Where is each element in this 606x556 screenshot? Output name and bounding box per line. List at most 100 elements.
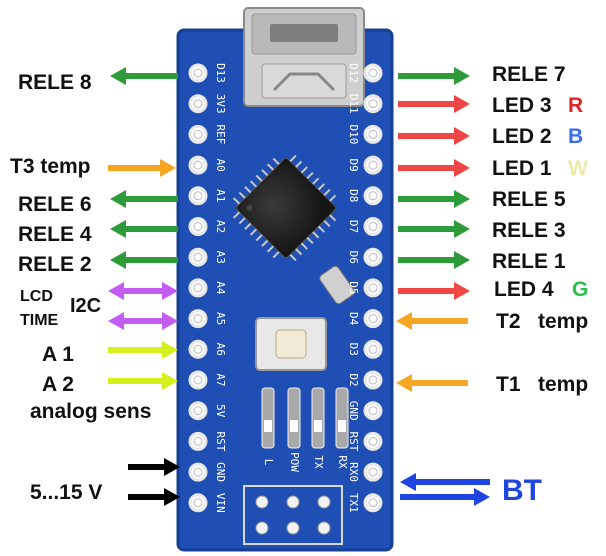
- pin-center-right-5: [368, 222, 378, 231]
- label-rele-5: RELE 5: [492, 188, 566, 211]
- arrow-led-4: [398, 282, 470, 300]
- pin-center-right-13: [368, 467, 378, 477]
- pin-center-right-3: [368, 160, 378, 170]
- label-a2: A 2: [42, 373, 74, 396]
- pin-center-left-4: [193, 191, 203, 201]
- arrow-i2c-sda: [108, 282, 178, 300]
- arrow-rele-8: [110, 67, 178, 85]
- pin-center-left-1: [193, 99, 203, 109]
- pin-label-left-14: VIN: [214, 493, 227, 513]
- pin-label-left-4: A1: [214, 189, 227, 202]
- pin-label-left-1: 3V3: [214, 94, 227, 114]
- label-rele-6: RELE 6: [18, 193, 92, 216]
- pin-center-left-8: [193, 314, 203, 324]
- arrow-rele-3: [398, 220, 470, 238]
- label-a1: A 1: [42, 343, 74, 366]
- pin-label-right-5: D7: [347, 220, 360, 233]
- label-bt: BT: [502, 474, 542, 507]
- label-rele-8: RELE 8: [18, 71, 92, 94]
- label-led-2-letter: B: [568, 125, 583, 148]
- label-rele-2: RELE 2: [18, 253, 92, 276]
- label-led-3-letter: R: [568, 94, 583, 117]
- arrow-rele-4: [110, 220, 178, 238]
- pin-label-left-6: A3: [214, 251, 227, 264]
- pin-label-right-11: GND: [347, 401, 360, 421]
- pin-center-right-4: [368, 191, 378, 201]
- pin-center-right-0: [368, 68, 378, 78]
- pin-label-right-7: D5: [347, 281, 360, 294]
- pin-label-left-5: A2: [214, 220, 227, 233]
- pin-center-right-11: [368, 406, 378, 416]
- pin-label-right-4: D8: [347, 189, 360, 202]
- arrow-power-vin: [128, 488, 180, 506]
- pin-label-right-1: D11: [347, 94, 360, 114]
- pin-center-right-2: [368, 129, 378, 139]
- label-rele-4: RELE 4: [18, 223, 92, 246]
- pin-label-left-3: A0: [214, 158, 227, 171]
- pin-label-left-9: A6: [214, 343, 227, 356]
- pin-label-left-8: A5: [214, 312, 227, 325]
- pin-label-right-13: RX0: [347, 462, 360, 482]
- arrow-led-2: [398, 127, 470, 145]
- arrow-rele-5: [398, 190, 470, 208]
- pin-center-right-12: [368, 436, 378, 446]
- pin-label-right-14: TX1: [347, 493, 360, 513]
- crystal: [319, 265, 355, 305]
- pin-center-left-7: [193, 283, 203, 293]
- pin-label-right-10: D2: [347, 373, 360, 386]
- label-led-1-letter: W: [568, 157, 588, 180]
- label-rele-3: RELE 3: [492, 219, 566, 242]
- label-time: TIME: [20, 312, 59, 329]
- led-label-1: POW: [288, 452, 301, 472]
- arrows: [108, 67, 490, 506]
- pin-center-left-3: [193, 160, 203, 170]
- pin-center-left-13: [193, 467, 203, 477]
- label-t1-temp: T1 temp: [496, 373, 588, 396]
- pin-center-left-14: [193, 498, 203, 508]
- pin-label-left-12: RST: [214, 431, 227, 451]
- pin-center-right-14: [368, 498, 378, 508]
- arrow-led-1: [398, 159, 470, 177]
- pin-center-left-11: [193, 406, 203, 416]
- pin-center-right-10: [368, 375, 378, 385]
- icsp-header: [243, 485, 343, 545]
- pin-label-right-9: D3: [347, 343, 360, 356]
- pin-label-left-13: GND: [214, 462, 227, 482]
- pin-label-right-6: D6: [347, 251, 360, 264]
- pin-label-right-12: RST: [347, 431, 360, 451]
- arrow-t2-temp: [396, 312, 468, 330]
- arrow-led-3: [398, 95, 470, 113]
- arrow-power-gnd: [128, 458, 180, 476]
- arrow-a1: [108, 341, 178, 359]
- arrow-i2c-scl: [108, 312, 178, 330]
- pin-label-left-11: 5V: [214, 404, 227, 418]
- label-rele-7: RELE 7: [492, 63, 566, 86]
- pin-center-left-10: [193, 375, 203, 385]
- label-led-1: LED 1: [492, 157, 552, 180]
- arrow-rele-2: [110, 251, 178, 269]
- pin-label-right-0: D12: [347, 63, 360, 83]
- label-led-4-letter: G: [572, 278, 588, 301]
- pin-label-left-0: D13: [214, 63, 227, 83]
- status-leds: [261, 387, 349, 449]
- label-led-2: LED 2: [492, 125, 552, 148]
- arrow-rele-6: [110, 190, 178, 208]
- arrow-a2: [108, 372, 178, 390]
- label-led-3: LED 3: [492, 94, 552, 117]
- pin-label-left-2: REF: [214, 124, 227, 144]
- arrow-t1-temp: [396, 374, 468, 392]
- label-i2c: I2C: [70, 295, 101, 317]
- atmega-chip: [232, 154, 337, 262]
- pin-label-left-10: A7: [214, 373, 227, 386]
- pin-center-right-7: [368, 283, 378, 293]
- arrow-t3-temp: [108, 159, 176, 177]
- pin-label-right-3: D9: [347, 158, 360, 171]
- pin-center-left-5: [193, 222, 203, 231]
- reset-button: [255, 317, 327, 371]
- led-label-3: RX: [336, 455, 349, 469]
- pin-label-left-7: A4: [214, 281, 227, 295]
- label-t3-temp: T3 temp: [10, 155, 91, 178]
- pin-center-left-2: [193, 129, 203, 139]
